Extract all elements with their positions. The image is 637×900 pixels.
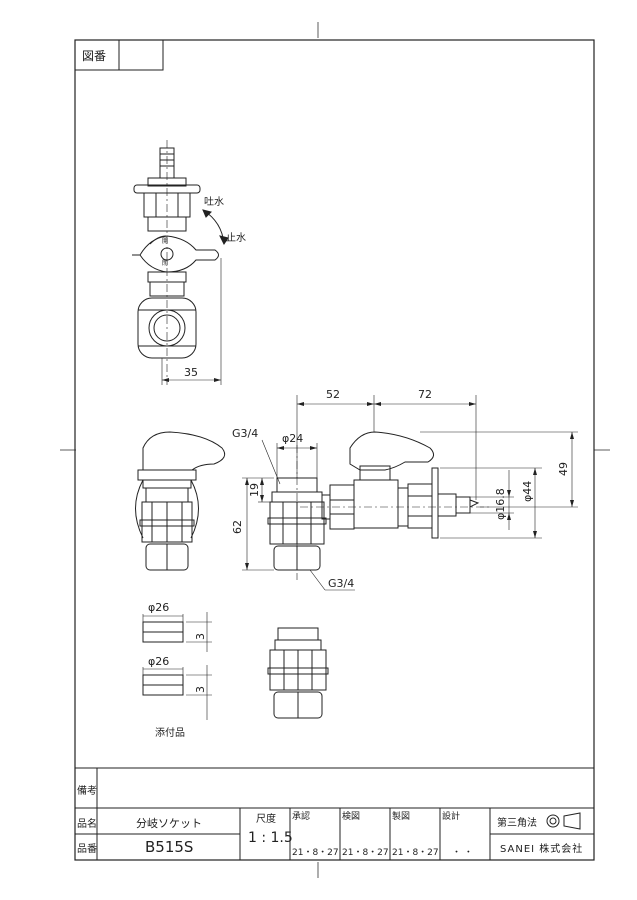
drawing-number-label: 図番 xyxy=(82,49,107,63)
spout-label: 吐水 xyxy=(204,197,224,208)
front-view: 開 閉 xyxy=(132,140,229,385)
company-name: SANEI 株式会社 xyxy=(500,844,584,855)
top-view xyxy=(242,395,578,591)
number-label: 品番 xyxy=(77,844,97,855)
dim-3-b: 3 xyxy=(194,686,207,693)
side-view xyxy=(135,431,226,571)
checked-date: 21・8・27 xyxy=(342,848,389,858)
accessory-washers xyxy=(142,612,212,720)
drawn-label: 製図 xyxy=(392,812,411,822)
scale-value: 1 : 1.5 xyxy=(248,830,293,846)
remarks-label: 備考 xyxy=(77,786,97,797)
dim-g34-top: G3/4 xyxy=(232,427,259,440)
title-block-lines xyxy=(75,767,594,860)
dim-3-a: 3 xyxy=(194,633,207,640)
approved-label: 承認 xyxy=(292,812,311,822)
center-marks xyxy=(60,22,610,878)
drawn-date: 21・8・27 xyxy=(392,848,439,858)
dim-phi24: φ24 xyxy=(282,432,304,445)
dim-g34-bottom: G3/4 xyxy=(328,577,355,590)
svg-text:閉: 閉 xyxy=(162,260,168,267)
stop-label: 止水 xyxy=(226,233,246,244)
dim-72: 72 xyxy=(418,388,432,401)
number-value: B515S xyxy=(145,838,194,856)
scale-label: 尺度 xyxy=(256,814,276,825)
approved-date: 21・8・27 xyxy=(292,848,339,858)
dim-49: 49 xyxy=(557,462,570,476)
design-label: 設計 xyxy=(442,812,461,822)
accessory-nut xyxy=(267,627,329,719)
dim-phi44: φ44 xyxy=(521,480,534,502)
design-date: ・ ・ xyxy=(452,848,473,858)
projection-label: 第三角法 xyxy=(497,818,537,829)
svg-text:開: 開 xyxy=(162,238,168,245)
accessories-label: 添付品 xyxy=(155,728,185,739)
drawing-frame xyxy=(74,39,595,861)
dim-62: 62 xyxy=(231,520,244,534)
checked-label: 検図 xyxy=(342,812,361,822)
dim-35: 35 xyxy=(184,366,198,379)
dim-52: 52 xyxy=(326,388,340,401)
name-value: 分岐ソケット xyxy=(136,817,202,830)
dim-phi26-b: φ26 xyxy=(148,655,170,668)
name-label: 品名 xyxy=(77,819,97,830)
dim-19: 19 xyxy=(248,483,261,497)
dim-phi26-a: φ26 xyxy=(148,601,170,614)
dim-phi16-8: φ16.8 xyxy=(494,488,507,520)
